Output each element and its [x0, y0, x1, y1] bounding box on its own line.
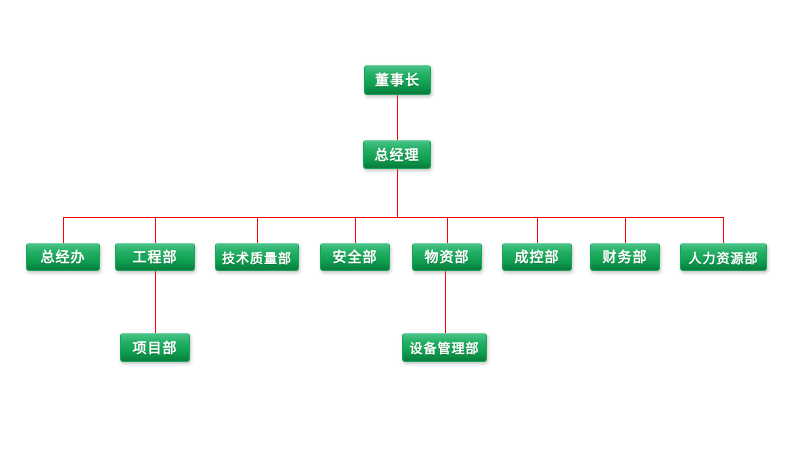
org-node-cost-control: 成控部	[502, 243, 572, 271]
org-node-general-office: 总经办	[26, 243, 100, 271]
connector-drop-engineering	[155, 217, 156, 243]
connector-drop-general-office	[63, 217, 64, 243]
connector-engineering-project	[155, 271, 156, 333]
org-node-tech-quality: 技术质量部	[215, 243, 299, 271]
connector-bus	[63, 217, 724, 218]
connector-drop-materials	[447, 217, 448, 243]
org-node-human-resources: 人力资源部	[680, 243, 767, 271]
org-node-materials: 物资部	[412, 243, 482, 271]
org-node-equipment-mgmt: 设备管理部	[402, 333, 487, 362]
connector-drop-hr	[723, 217, 724, 243]
connector-chairman-gm	[397, 95, 398, 140]
org-node-chairman: 董事长	[364, 65, 431, 95]
connector-materials-equipment	[445, 271, 446, 333]
connector-gm-bus	[397, 169, 398, 217]
org-node-finance: 财务部	[590, 243, 660, 271]
org-node-project: 项目部	[120, 333, 190, 362]
org-node-general-manager: 总经理	[363, 140, 431, 169]
connector-drop-tech-quality	[257, 217, 258, 243]
org-node-safety: 安全部	[320, 243, 390, 271]
org-node-engineering: 工程部	[115, 243, 195, 271]
connector-drop-safety	[355, 217, 356, 243]
connector-drop-cost-control	[537, 217, 538, 243]
connector-drop-finance	[625, 217, 626, 243]
